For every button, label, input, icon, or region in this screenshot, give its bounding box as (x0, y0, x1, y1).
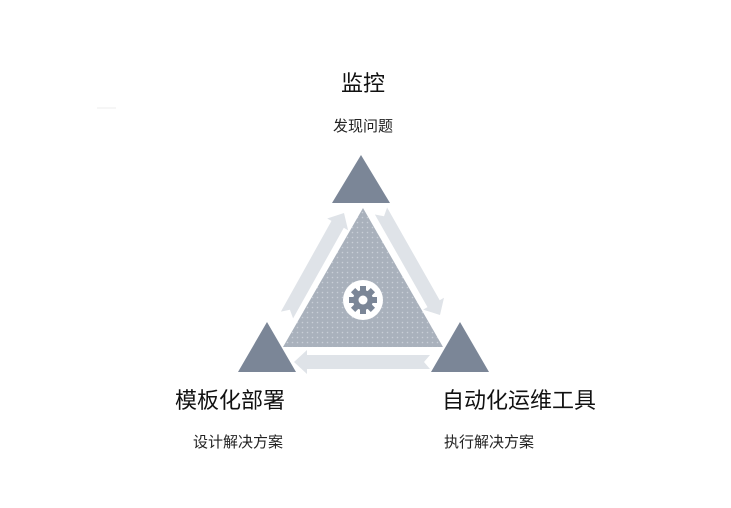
node-left-subtitle: 设计解决方案 (192, 433, 283, 451)
cycle-arrows (280, 207, 444, 374)
node-top-subtitle: 发现问题 (332, 117, 393, 135)
corner-triangle-top (332, 155, 390, 203)
gear-tooth (360, 286, 366, 292)
gear-tooth (360, 308, 366, 314)
corner-triangle-left (238, 322, 296, 372)
gear-icon (343, 280, 383, 320)
center-triangle (283, 208, 443, 347)
arrow-left-up (280, 213, 349, 319)
node-right-subtitle: 执行解决方案 (443, 433, 534, 451)
arrow-bottom-left (294, 350, 430, 374)
node-top-title: 监控 (340, 72, 385, 97)
node-left-title: 模板化部署 (174, 389, 285, 414)
corner-triangle-right (431, 322, 489, 372)
node-right-title: 自动化运维工具 (441, 389, 596, 414)
arrow-right-down (374, 207, 444, 315)
